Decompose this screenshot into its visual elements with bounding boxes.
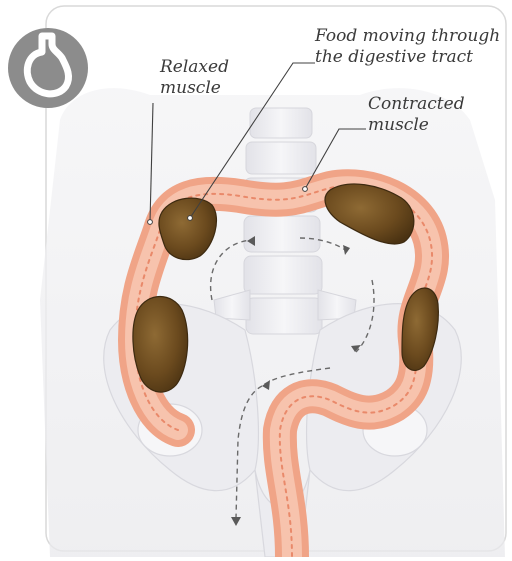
label-relaxed: Relaxed muscle: [160, 57, 229, 99]
label-food: Food moving through the digestive tract: [315, 26, 500, 68]
label-relaxed-line2: muscle: [160, 78, 229, 99]
food-bolus: [133, 297, 188, 393]
label-contracted: Contracted muscle: [368, 94, 465, 136]
label-contracted-line1: Contracted: [368, 94, 465, 115]
label-relaxed-line1: Relaxed: [160, 57, 229, 78]
label-contracted-line2: muscle: [368, 115, 465, 136]
label-food-line1: Food moving through: [315, 26, 500, 47]
label-food-line2: the digestive tract: [315, 47, 500, 68]
stomach-icon: [8, 28, 88, 108]
